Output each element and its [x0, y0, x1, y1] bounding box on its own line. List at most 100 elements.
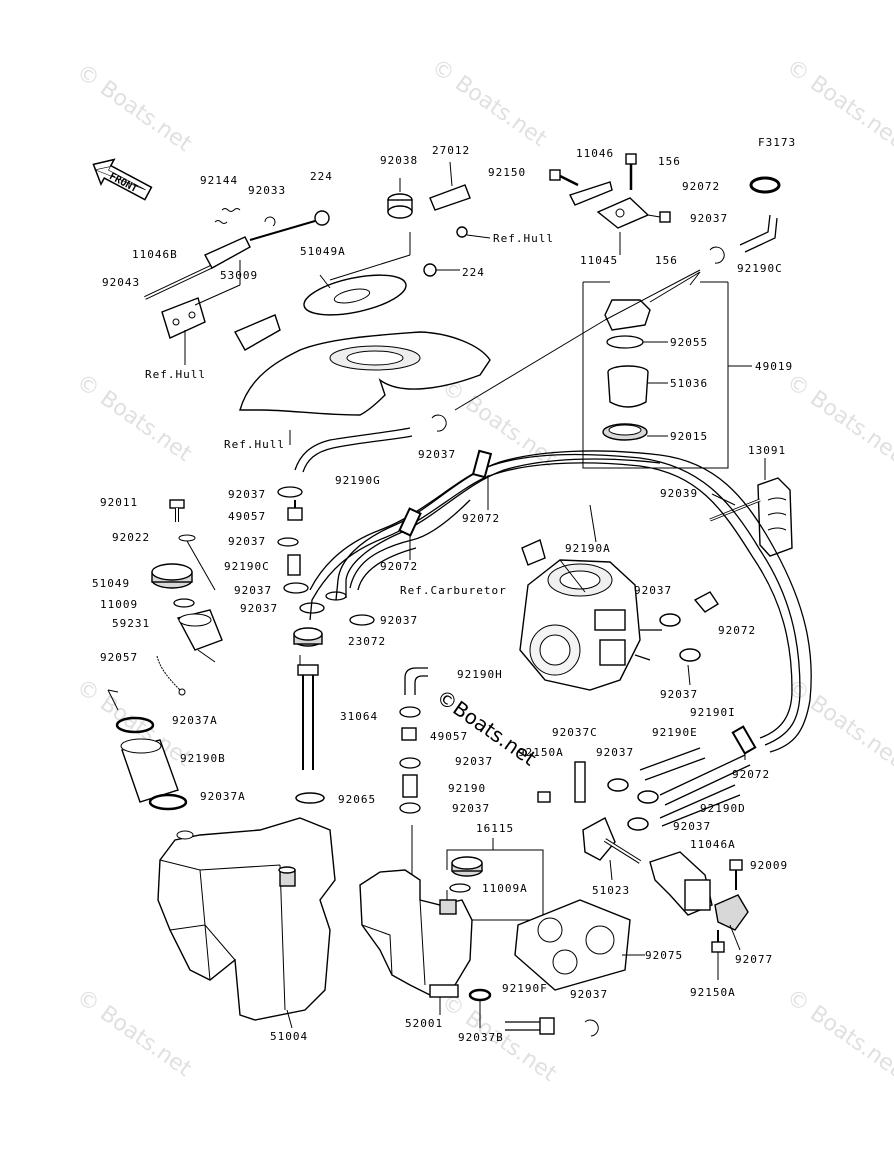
label-92190c-right: 92190C	[737, 262, 783, 275]
label-92037-m: 92037	[673, 820, 711, 833]
label-16115: 16115	[476, 822, 514, 835]
label-ref-hull-cover: Ref.Hull	[224, 438, 285, 451]
label-92043: 92043	[102, 276, 140, 289]
grommet-92038	[387, 178, 413, 219]
label-92037-f: 92037	[634, 584, 672, 597]
label-92190d: 92190D	[700, 802, 746, 815]
label-92055: 92055	[670, 336, 708, 349]
label-92072-e: 92072	[732, 768, 770, 781]
label-92190f: 92190F	[502, 982, 548, 995]
label-11046b: 11046B	[132, 248, 178, 261]
label-92072-c: 92072	[380, 560, 418, 573]
label-51049a: 51049A	[300, 245, 346, 258]
label-11009a: 11009A	[482, 882, 528, 895]
label-ref-carburetor: Ref.Carburetor	[400, 584, 507, 597]
label-92065: 92065	[338, 793, 376, 806]
label-224: 224	[310, 170, 333, 183]
mount-plate-92075	[514, 899, 645, 991]
label-92022: 92022	[112, 531, 150, 544]
label-156: 156	[658, 155, 681, 168]
label-92037-c: 92037	[228, 488, 266, 501]
label-92072: 92072	[682, 180, 720, 193]
label-31064: 31064	[340, 710, 378, 723]
part-number-labels: 92144 92033 224 11046B 92043 53009 51049…	[92, 144, 793, 1044]
label-92144: 92144	[200, 174, 238, 187]
label-92033: 92033	[248, 184, 286, 197]
label-11045: 11045	[580, 254, 618, 267]
label-92075: 92075	[645, 949, 683, 962]
label-59231: 59231	[112, 617, 150, 630]
label-ref-hull-top: Ref.Hull	[493, 232, 554, 245]
label-92037a-b: 92037A	[200, 790, 246, 803]
label-92037-j: 92037	[596, 746, 634, 759]
label-92037: 92037	[690, 212, 728, 225]
label-51036: 51036	[670, 377, 708, 390]
fitting-13091	[709, 458, 793, 557]
label-92190b: 92190B	[180, 752, 226, 765]
figure-id: F3173	[758, 136, 796, 149]
label-49019: 49019	[755, 360, 793, 373]
label-92038: 92038	[380, 154, 418, 167]
label-51004: 51004	[270, 1030, 308, 1043]
label-92057: 92057	[100, 651, 138, 664]
center-fittings	[399, 667, 428, 905]
label-92015: 92015	[670, 430, 708, 443]
vent-hoses-left	[277, 486, 375, 626]
oil-tank-52001	[359, 869, 599, 1037]
label-52001: 52001	[405, 1017, 443, 1030]
label-224-b: 224	[462, 266, 485, 279]
label-11046: 11046	[576, 147, 614, 160]
fuel-hose-92190a	[309, 449, 812, 760]
label-92190c-left: 92190C	[224, 560, 270, 573]
label-92037-k: 92037	[455, 755, 493, 768]
label-23072: 23072	[348, 635, 386, 648]
label-92190e: 92190E	[652, 726, 698, 739]
label-92190h: 92190H	[457, 668, 503, 681]
label-92037-h: 92037	[380, 614, 418, 627]
label-51023: 51023	[592, 884, 630, 897]
label-92150a-b: 92150A	[690, 986, 736, 999]
label-53009: 53009	[220, 269, 258, 282]
bracket-assembly	[144, 208, 330, 365]
gasket-27012	[429, 161, 491, 239]
label-92150: 92150	[488, 166, 526, 179]
label-92037-n: 92037	[570, 988, 608, 1001]
label-92037-i: 92037	[660, 688, 698, 701]
label-92037a: 92037A	[172, 714, 218, 727]
hose-92190g	[294, 427, 413, 473]
label-49057-b: 49057	[430, 730, 468, 743]
label-92077: 92077	[735, 953, 773, 966]
bracket-11046a	[649, 851, 749, 980]
label-49057: 49057	[228, 510, 266, 523]
label-92190a: 92190A	[565, 542, 611, 555]
carburetor-reference	[519, 539, 719, 691]
fuel-filter-assembly	[431, 153, 781, 469]
fill-neck-assembly	[107, 499, 223, 811]
hull-cover-shroud	[239, 331, 491, 445]
label-11046a: 11046A	[690, 838, 736, 851]
label-92037-g: 92037	[240, 602, 278, 615]
label-92150a: 92150A	[518, 746, 564, 759]
label-92190g: 92190G	[335, 474, 381, 487]
fuel-tank-51004	[157, 817, 336, 1029]
cap-box-16115	[446, 838, 544, 921]
label-92072-d: 92072	[718, 624, 756, 637]
label-92037c-upper: 92037C	[552, 726, 598, 739]
label-92009: 92009	[750, 859, 788, 872]
label-13091: 13091	[748, 444, 786, 457]
label-92037-e: 92037	[234, 584, 272, 597]
cover-plate-51049a	[303, 232, 460, 316]
label-92190: 92190	[448, 782, 486, 795]
fuel-sender-assembly	[293, 627, 325, 804]
label-92037-d: 92037	[228, 535, 266, 548]
label-92037-mid: 92037	[418, 448, 456, 461]
small-hoses-right	[607, 747, 751, 831]
label-51049: 51049	[92, 577, 130, 590]
label-92037-l: 92037	[452, 802, 490, 815]
label-92037b: 92037B	[458, 1031, 504, 1044]
label-92072-b: 92072	[462, 512, 500, 525]
label-92011: 92011	[100, 496, 138, 509]
fuel-valve-51023	[537, 761, 642, 881]
label-92190i: 92190I	[690, 706, 736, 719]
